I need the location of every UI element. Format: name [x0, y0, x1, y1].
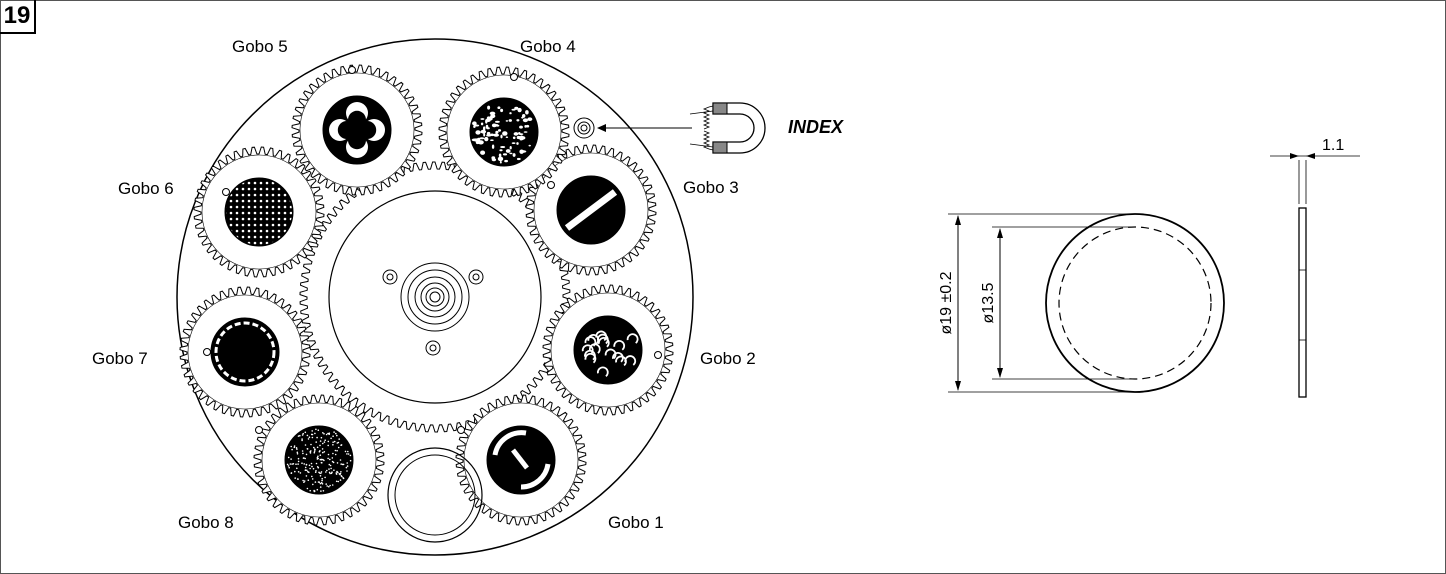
- gobo-3-pattern: [556, 175, 626, 245]
- central-gear: [299, 161, 571, 433]
- gobo-4-holder: [438, 66, 570, 198]
- gobo-side-view: [1270, 153, 1360, 398]
- gobo-2-label: Gobo 2: [700, 349, 756, 368]
- hub-plate: [328, 190, 542, 404]
- gobo-4-label: Gobo 4: [520, 37, 576, 56]
- gobo-7-label: Gobo 7: [92, 349, 148, 368]
- index-label: INDEX: [788, 117, 844, 137]
- gobo-8-holder: [253, 394, 385, 526]
- gobo-1-pattern: [486, 425, 556, 495]
- gobo-front-view: [948, 213, 1225, 393]
- gobo-2-holder: [542, 284, 674, 416]
- hub-bearing: [382, 262, 484, 356]
- magnet-icon: [689, 102, 766, 154]
- gobo-5-label: Gobo 5: [232, 37, 288, 56]
- gobo-2-pattern: [573, 315, 643, 385]
- wheel-outline: [176, 38, 694, 556]
- index-hole-icon: [573, 117, 595, 139]
- open-position: [387, 447, 483, 543]
- gobo-5-pattern: [322, 95, 392, 165]
- outer-diameter-dimension: ø19 ±0.2: [938, 271, 955, 334]
- figure-number: 19: [0, 0, 36, 34]
- gobo-3-holder: [525, 144, 657, 276]
- gobo-4-pattern: [469, 97, 539, 167]
- gobo-1-holder: [455, 394, 587, 526]
- gobo-6-holder: [193, 146, 325, 278]
- gobo-5-holder: [291, 64, 423, 196]
- gobo-6-pattern: [224, 177, 294, 247]
- gobo-3-label: Gobo 3: [683, 178, 739, 197]
- gobo-8-label: Gobo 8: [178, 513, 234, 532]
- gobo-7-holder: [179, 286, 311, 418]
- gobo-7-pattern: [210, 317, 280, 387]
- thickness-dimension: 1.1: [1322, 137, 1344, 154]
- inner-diameter-dimension: ø13.5: [980, 282, 997, 323]
- gobo-6-label: Gobo 6: [118, 179, 174, 198]
- gobo-8-pattern: [284, 425, 354, 495]
- gobo-1-label: Gobo 1: [608, 513, 664, 532]
